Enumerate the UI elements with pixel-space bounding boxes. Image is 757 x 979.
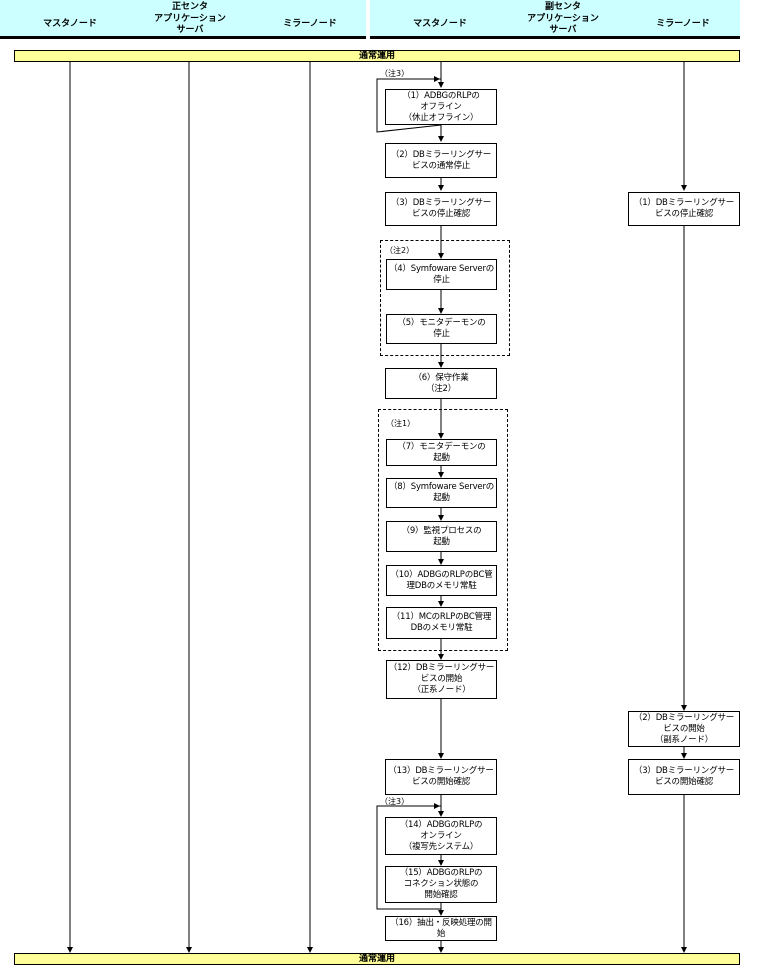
normal-operation-band-top: 通常運用 xyxy=(14,50,740,62)
step-12-mirroring-start: （12）DBミラーリングサー ビスの開始 （正系ノード） xyxy=(386,660,497,699)
step-2-mirroring-stop: （2）DBミラーリングサー ビスの通常停止 xyxy=(385,143,497,178)
primary-app-server-label: アプリケーション サーバ xyxy=(154,14,226,35)
note3-label-bottom: （注3） xyxy=(380,797,410,806)
primary-master-node-label: マスタノード xyxy=(43,19,97,29)
step-11-mc-bc-resident: （11）MCのRLPのBC管理 DBのメモリ常駐 xyxy=(386,607,497,639)
step-5-monitor-stop: （5）モニタデーモンの 停止 xyxy=(386,314,497,344)
note2-group xyxy=(380,240,510,356)
primary-mirror-node-label: ミラーノード xyxy=(283,19,337,29)
step-13-start-confirm: （13）DBミラーリングサー ビスの開始確認 xyxy=(385,759,497,795)
step-7-monitor-start: （7）モニタデーモンの 起動 xyxy=(386,439,497,466)
mirror-step-3-start-confirm: （3）DBミラーリングサー ビスの開始確認 xyxy=(628,759,740,795)
step-6-maintenance: （6）保守作業 （注2） xyxy=(385,368,497,399)
step-16-extract-apply-start: （16）抽出・反映処理の開 始 xyxy=(385,916,497,941)
step-9-watch-process-start: （9）監視プロセスの 起動 xyxy=(386,521,497,552)
step-14-rlp-online: （14）ADBGのRLPの オンライン （複写先システム） xyxy=(385,817,497,855)
secondary-center-title: 副センタ xyxy=(544,2,581,12)
note1-label: （注1） xyxy=(386,419,416,428)
step-1-rlp-offline: （1）ADBGのRLPの オフライン （休止オフライン） xyxy=(385,89,497,125)
note3-label-top: （注3） xyxy=(380,69,410,78)
step-4-symfoware-stop: （4）Symfoware Serverの 停止 xyxy=(386,259,497,290)
note1-group xyxy=(378,409,508,651)
primary-header-underline xyxy=(0,36,366,39)
mirror-step-1-stop-confirm: （1）DBミラーリングサー ビスの停止確認 xyxy=(628,192,740,226)
step-8-symfoware-start: （8）Symfoware Serverの 起動 xyxy=(386,478,497,508)
step-10-adbg-bc-resident: （10）ADBGのRLPのBC管 理DBのメモリ常駐 xyxy=(386,565,497,596)
step-15-connection-confirm: （15）ADBGのRLPの コネクション状態の 開始確認 xyxy=(385,866,497,903)
mirror-step-2-mirroring-start: （2）DBミラーリングサー ビスの開始 （副系ノード） xyxy=(628,711,740,747)
secondary-center-header xyxy=(370,0,740,36)
normal-operation-band-bottom: 通常運用 xyxy=(14,953,740,965)
secondary-mirror-node-label: ミラーノード xyxy=(656,19,710,29)
secondary-app-server-label: アプリケーション サーバ xyxy=(527,14,599,35)
primary-center-title: 正センタ xyxy=(171,2,208,12)
secondary-master-node-label: マスタノード xyxy=(413,19,467,29)
primary-center-header xyxy=(0,0,366,36)
note2-label: （注2） xyxy=(385,246,415,255)
secondary-header-underline xyxy=(370,36,740,39)
step-3-stop-confirm: （3）DBミラーリングサー ビスの停止確認 xyxy=(385,192,497,226)
